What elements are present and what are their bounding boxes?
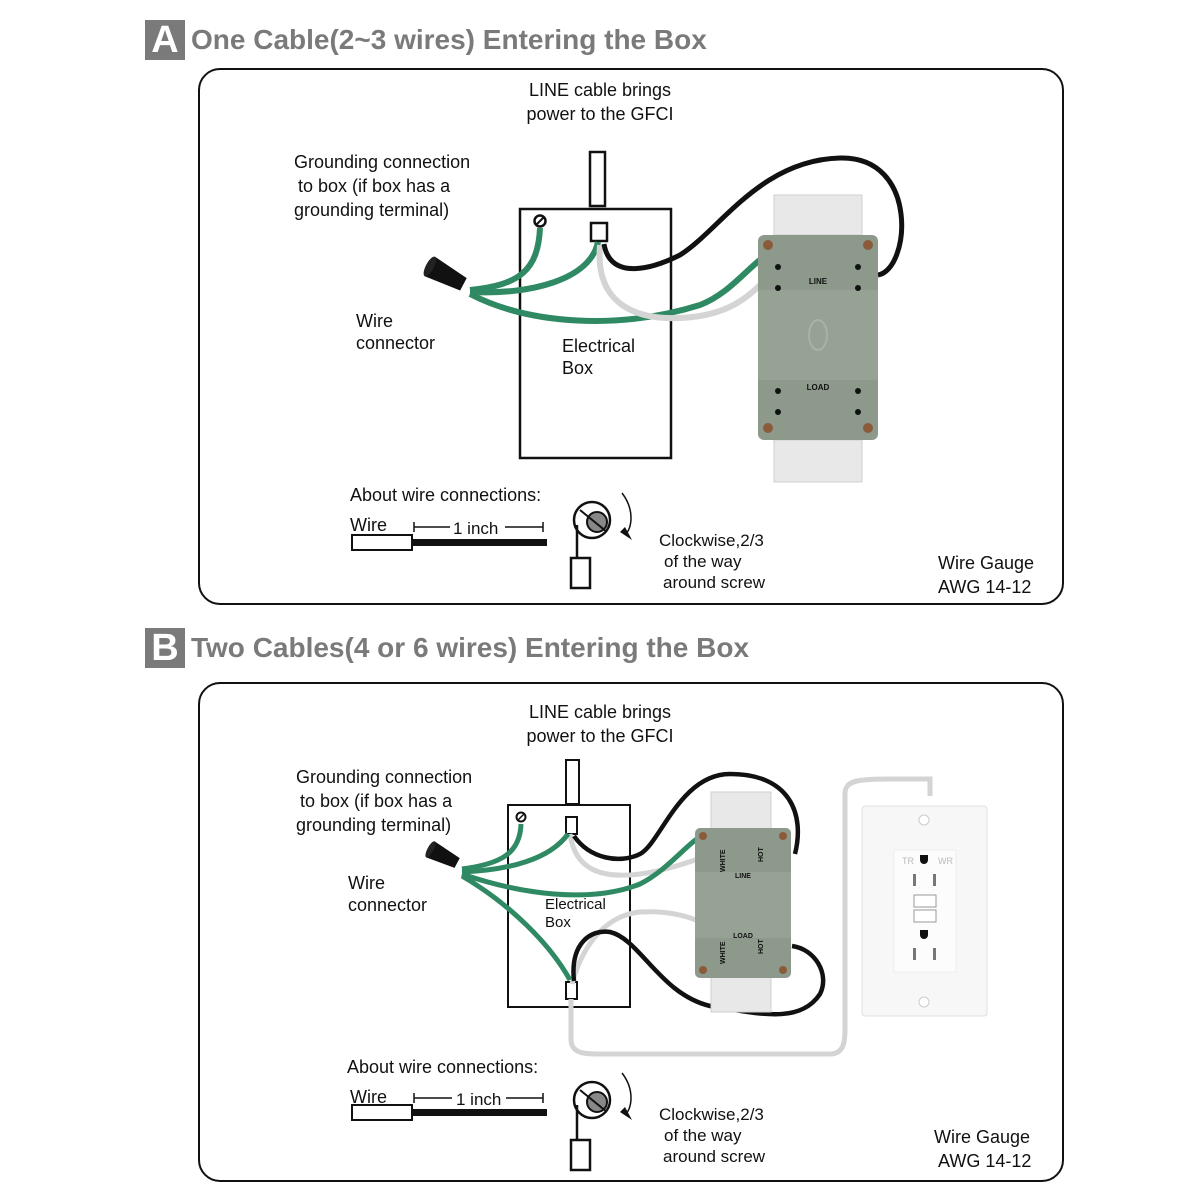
ground-screw-icon bbox=[515, 811, 527, 823]
section-heading: One Cable(2~3 wires) Entering the Box bbox=[191, 24, 707, 55]
wire-label: Wire bbox=[350, 515, 387, 535]
load-terminal-label: LOAD bbox=[733, 933, 753, 940]
neutral-wire bbox=[596, 244, 768, 322]
hot-wire bbox=[572, 771, 801, 862]
gfci-outlet-back: LINE LOAD WHITE HOT WHITE HOT bbox=[695, 791, 791, 1013]
wiring-diagram-a: LINE LOAD bbox=[351, 150, 905, 590]
gfci-outlet-front: TR WR bbox=[861, 805, 988, 1017]
ground-wire bbox=[469, 241, 601, 296]
ground-wire bbox=[469, 227, 543, 293]
ground-screw-icon bbox=[533, 214, 547, 228]
weather-resistant-mark: WR bbox=[938, 856, 953, 866]
white-terminal-label: WHITE bbox=[720, 941, 727, 964]
section-a-title: A One Cable(2~3 wires) Entering the Box bbox=[145, 19, 707, 61]
hot-wire bbox=[601, 155, 905, 278]
line-cable-entry bbox=[565, 759, 580, 805]
about-connections-label: About wire connections: bbox=[350, 485, 542, 505]
wiring-diagram-b: LINE LOAD WHITE HOT WHITE HOT TR WR bbox=[351, 759, 988, 1172]
section-heading: Two Cables(4 or 6 wires) Entering the Bo… bbox=[191, 632, 750, 663]
hot-terminal-label: HOT bbox=[758, 939, 765, 955]
diagram-panel-b: LINE LOAD WHITE HOT WHITE HOT TR WR bbox=[198, 682, 1064, 1182]
section-badge: A bbox=[145, 20, 185, 60]
white-terminal-label: WHITE bbox=[720, 849, 727, 872]
line-cable-entry bbox=[588, 150, 607, 208]
cable-clamp bbox=[565, 981, 578, 1000]
load-terminal-label: LOAD bbox=[807, 383, 830, 392]
wire-connector-icon bbox=[423, 256, 467, 291]
line-terminal-label: LINE bbox=[809, 277, 828, 286]
electrical-box bbox=[518, 207, 673, 460]
gfci-outlet-back: LINE LOAD bbox=[758, 194, 878, 483]
hot-wire bbox=[571, 929, 826, 1017]
cable-clamp bbox=[565, 816, 578, 835]
wire-connector-icon bbox=[425, 841, 460, 868]
screw-loop-icon bbox=[569, 492, 632, 590]
hot-terminal-label: HOT bbox=[758, 847, 765, 863]
about-connections-label: About wire connections: bbox=[347, 1057, 539, 1077]
wire-insulation bbox=[351, 534, 413, 551]
ground-wire bbox=[461, 832, 571, 875]
line-terminal-label: LINE bbox=[735, 873, 751, 880]
section-badge: B bbox=[145, 628, 185, 668]
ground-wire bbox=[461, 823, 524, 872]
strip-length-label: 1 inch bbox=[453, 519, 499, 538]
strip-length-label: 1 inch bbox=[456, 1090, 502, 1109]
stripped-wire bbox=[412, 539, 547, 546]
section-b-title: B Two Cables(4 or 6 wires) Entering the … bbox=[145, 627, 749, 669]
ground-wire bbox=[460, 873, 573, 982]
cable-clamp bbox=[589, 221, 609, 243]
screw-loop-icon bbox=[569, 1072, 632, 1172]
neutral-wire bbox=[568, 776, 933, 1057]
wire-label: Wire bbox=[350, 1087, 387, 1107]
tamper-resistant-mark: TR bbox=[902, 856, 914, 866]
stripped-wire bbox=[412, 1109, 547, 1116]
